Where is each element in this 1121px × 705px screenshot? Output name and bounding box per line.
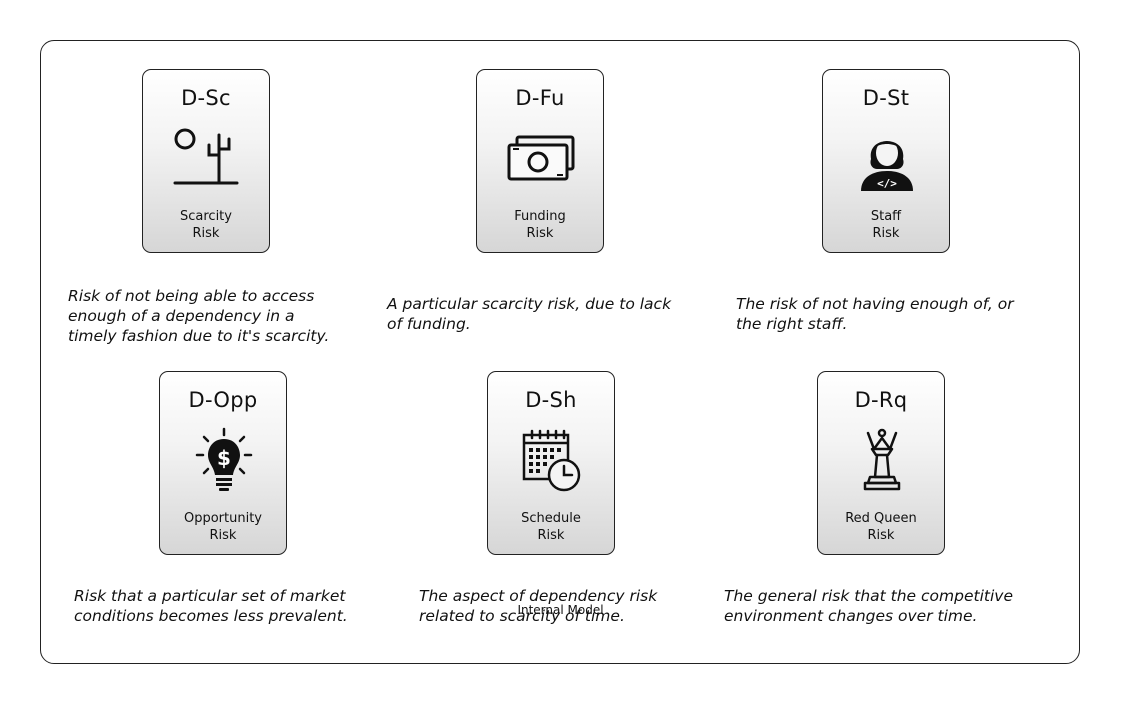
card-code: D-Rq xyxy=(854,388,908,412)
description-schedule: The aspect of dependency risk related to… xyxy=(419,587,658,625)
description-scarcity: Risk of not being able to access enough … xyxy=(68,287,330,345)
internal-model-frame xyxy=(40,40,1080,664)
card-code: D-Sc xyxy=(181,86,231,110)
cactus-sun-icon xyxy=(173,125,239,195)
frame-label: Internal Model xyxy=(517,603,604,617)
card-name: Funding Risk xyxy=(514,209,566,241)
card-name: Scarcity Risk xyxy=(180,209,232,241)
card-schedule-risk: D-Sh Schedule Risk xyxy=(487,371,615,555)
card-staff-risk: D-St </> Staff Risk xyxy=(822,69,950,253)
card-funding-risk: D-Fu Funding Risk xyxy=(476,69,604,253)
description-funding: A particular scarcity risk, due to lack … xyxy=(387,295,672,333)
card-name: Staff Risk xyxy=(870,209,902,241)
description-staff: The risk of not having enough of, or the… xyxy=(736,295,1014,333)
card-code: D-Sh xyxy=(525,388,577,412)
svg-text:</>: </> xyxy=(877,177,897,190)
developer-person-icon: </> xyxy=(857,125,917,195)
description-opportunity: Risk that a particular set of market con… xyxy=(74,587,348,625)
svg-text:$: $ xyxy=(217,446,231,470)
card-code: D-Opp xyxy=(188,388,258,412)
card-red-queen-risk: D-Rq Red Queen Risk xyxy=(817,371,945,555)
card-opportunity-risk: D-Opp $ Opportunity Risk xyxy=(159,371,287,555)
chess-queen-icon xyxy=(852,427,912,497)
card-code: D-St xyxy=(862,86,910,110)
banknotes-icon xyxy=(507,125,575,195)
card-name: Red Queen Risk xyxy=(845,511,917,543)
card-name: Schedule Risk xyxy=(521,511,581,543)
card-code: D-Fu xyxy=(515,86,565,110)
calendar-clock-icon xyxy=(522,427,582,497)
card-scarcity-risk: D-Sc Scarcity Risk xyxy=(142,69,270,253)
dollar-lightbulb-icon: $ xyxy=(194,427,254,497)
description-red-queen: The general risk that the competitive en… xyxy=(724,587,1013,625)
card-name: Opportunity Risk xyxy=(183,511,262,543)
